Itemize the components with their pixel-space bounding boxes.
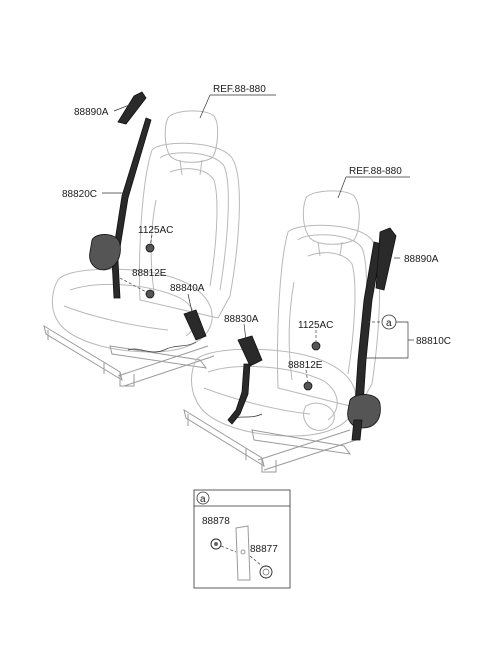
- part-label-88812e-right: 88812E: [288, 360, 323, 371]
- left-belt-assembly: [89, 91, 207, 341]
- part-label-88820c: 88820C: [62, 189, 97, 200]
- left-seat-drawing: [43, 110, 240, 387]
- cap-icon: [259, 565, 273, 579]
- part-label-88830a: 88830A: [224, 314, 259, 325]
- detail-box-header: a: [200, 494, 206, 505]
- detail-box-a: a 88878 88877: [193, 489, 291, 589]
- part-label-88840a: 88840A: [170, 283, 205, 294]
- right-belt-assembly: [227, 227, 397, 441]
- right-seat-drawing: [183, 190, 381, 473]
- callout-circle-a-label: a: [386, 318, 392, 329]
- ref-label-right: REF.88-880: [349, 166, 402, 177]
- part-label-88890a-right: 88890A: [404, 254, 439, 265]
- ref-label-left: REF.88-880: [213, 84, 266, 95]
- part-label-88890a-left: 88890A: [74, 107, 109, 118]
- part-label-1125ac-left: 1125AC: [138, 225, 173, 236]
- part-label-88810c: 88810C: [416, 336, 451, 347]
- callout-circle-a: [381, 314, 397, 330]
- leader-lines: [102, 94, 414, 385]
- part-label-1125ac-right: 1125AC: [298, 320, 333, 331]
- part-label-88812e-left: 88812E: [132, 268, 167, 279]
- detail-part-label-2: 88877: [250, 544, 278, 555]
- detail-part-label-1: 88878: [202, 516, 230, 527]
